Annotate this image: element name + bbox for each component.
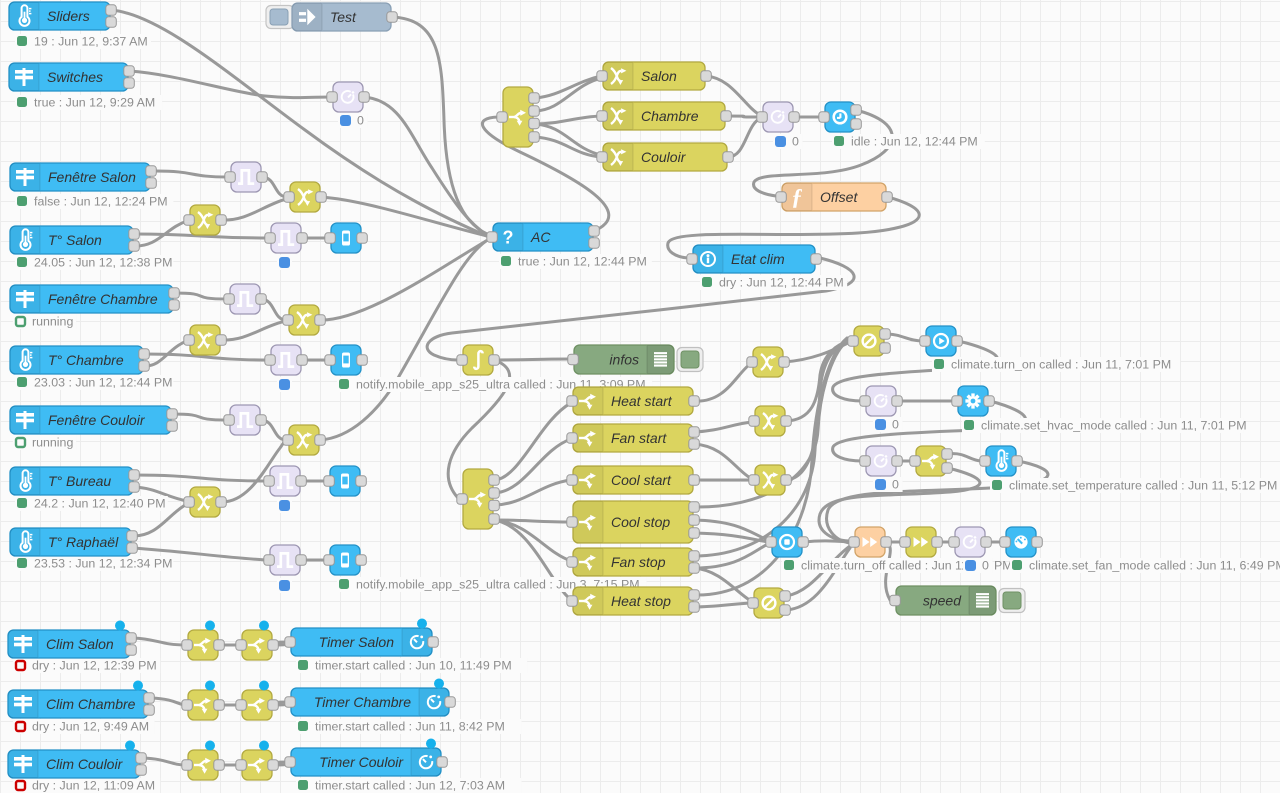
svg-text:notify.mobile_app_s25_ultra ca: notify.mobile_app_s25_ultra called : Jun… bbox=[356, 578, 640, 592]
svg-text:dry : Jun 12, 12:39 PM: dry : Jun 12, 12:39 PM bbox=[32, 659, 157, 673]
svg-text:Sliders: Sliders bbox=[47, 8, 90, 24]
svg-text:0: 0 bbox=[792, 135, 799, 149]
svg-text:climate.set_fan_mode called :: climate.set_fan_mode called : Jun 11, 6:… bbox=[1029, 559, 1280, 573]
svg-text:T° Raphaël: T° Raphaël bbox=[48, 534, 119, 550]
svg-text:Cool start: Cool start bbox=[611, 472, 672, 488]
svg-text:infos: infos bbox=[609, 352, 639, 368]
svg-text:Switches: Switches bbox=[47, 69, 103, 85]
svg-text:Fan start: Fan start bbox=[611, 430, 667, 446]
svg-text:Fenêtre Couloir: Fenêtre Couloir bbox=[48, 412, 146, 428]
svg-text:0: 0 bbox=[892, 478, 899, 492]
svg-text:24.05 : Jun 12, 12:38 PM: 24.05 : Jun 12, 12:38 PM bbox=[34, 256, 172, 270]
svg-text:Heat stop: Heat stop bbox=[611, 593, 671, 609]
svg-text:Salon: Salon bbox=[641, 68, 677, 84]
svg-text:Clim Couloir: Clim Couloir bbox=[46, 756, 124, 772]
svg-text:climate.set_hvac_mode called :: climate.set_hvac_mode called : Jun 11, 7… bbox=[981, 419, 1247, 433]
svg-text:23.03 : Jun 12, 12:44 PM: 23.03 : Jun 12, 12:44 PM bbox=[34, 376, 172, 390]
svg-text:notify.mobile_app_s25_ultra ca: notify.mobile_app_s25_ultra called : Jun… bbox=[356, 378, 646, 392]
svg-text:Offset: Offset bbox=[820, 189, 858, 205]
svg-text:Clim Salon: Clim Salon bbox=[46, 636, 114, 652]
svg-text:Timer Salon: Timer Salon bbox=[319, 634, 395, 650]
svg-text:Fenêtre Salon: Fenêtre Salon bbox=[48, 169, 136, 185]
svg-text:dry : Jun 12, 11:09 AM: dry : Jun 12, 11:09 AM bbox=[32, 779, 155, 793]
svg-text:T° Salon: T° Salon bbox=[48, 232, 102, 248]
svg-text:timer.start called : Jun 10, 1: timer.start called : Jun 10, 11:49 PM bbox=[315, 659, 512, 673]
svg-text:Chambre: Chambre bbox=[641, 108, 699, 124]
svg-text:dry : Jun 12, 12:44 PM: dry : Jun 12, 12:44 PM bbox=[719, 276, 844, 290]
svg-text:AC: AC bbox=[530, 229, 551, 245]
svg-text:0: 0 bbox=[982, 559, 989, 573]
svg-text:0: 0 bbox=[357, 114, 364, 128]
svg-text:T° Bureau: T° Bureau bbox=[48, 473, 111, 489]
svg-text:24.2 : Jun 12, 12:40 PM: 24.2 : Jun 12, 12:40 PM bbox=[34, 497, 166, 511]
svg-text:PM: PM bbox=[994, 559, 1013, 573]
svg-text:climate.turn_on called : Jun 1: climate.turn_on called : Jun 11, 7:01 PM bbox=[951, 358, 1171, 372]
svg-text:timer.start called : Jun 12, 7: timer.start called : Jun 12, 7:03 AM bbox=[315, 779, 505, 793]
svg-text:dry : Jun 12, 9:49 AM: dry : Jun 12, 9:49 AM bbox=[32, 720, 149, 734]
svg-text:?: ? bbox=[503, 227, 514, 247]
svg-text:Heat start: Heat start bbox=[611, 393, 673, 409]
svg-text:idle : Jun 12, 12:44 PM: idle : Jun 12, 12:44 PM bbox=[851, 135, 978, 149]
svg-text:T° Chambre: T° Chambre bbox=[48, 352, 124, 368]
svg-text:19 : Jun 12, 9:37 AM: 19 : Jun 12, 9:37 AM bbox=[34, 35, 148, 49]
svg-text:ƒ: ƒ bbox=[791, 185, 803, 210]
svg-text:Fenêtre Chambre: Fenêtre Chambre bbox=[48, 291, 158, 307]
svg-text:true : Jun 12, 9:29 AM: true : Jun 12, 9:29 AM bbox=[34, 96, 155, 110]
svg-text:Test: Test bbox=[330, 9, 357, 25]
svg-text:timer.start called : Jun 11, 8: timer.start called : Jun 11, 8:42 PM bbox=[315, 720, 505, 734]
svg-text:Cool stop: Cool stop bbox=[611, 514, 670, 530]
svg-text:Etat clim: Etat clim bbox=[731, 251, 785, 267]
svg-text:running: running bbox=[32, 436, 73, 450]
svg-text:Fan stop: Fan stop bbox=[611, 554, 666, 570]
svg-text:true : Jun 12, 12:44 PM: true : Jun 12, 12:44 PM bbox=[518, 255, 647, 269]
svg-text:Timer Couloir: Timer Couloir bbox=[319, 754, 404, 770]
svg-text:climate.turn_off called : Jun: climate.turn_off called : Jun 11, bbox=[801, 559, 971, 573]
svg-text:speed: speed bbox=[923, 593, 962, 609]
svg-text:climate.set_temperature called: climate.set_temperature called : Jun 11,… bbox=[1009, 479, 1277, 493]
svg-text:false : Jun 12, 12:24 PM: false : Jun 12, 12:24 PM bbox=[34, 195, 168, 209]
svg-text:Clim Chambre: Clim Chambre bbox=[46, 696, 136, 712]
svg-text:running: running bbox=[32, 315, 73, 329]
svg-text:Couloir: Couloir bbox=[641, 149, 687, 165]
svg-text:Timer Chambre: Timer Chambre bbox=[314, 694, 411, 710]
svg-text:23.53 : Jun 12, 12:34 PM: 23.53 : Jun 12, 12:34 PM bbox=[34, 557, 172, 571]
svg-text:0: 0 bbox=[892, 418, 899, 432]
